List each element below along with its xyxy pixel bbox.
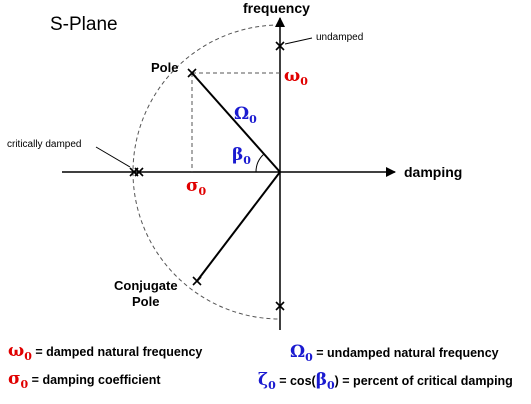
- legend-omega-symbol: ω: [8, 341, 24, 361]
- legend-zeta-subscript: 0: [268, 379, 276, 392]
- legend-zeta: ζ0 = cos(β0) = percent of critical dampi…: [258, 370, 513, 392]
- undamped-leader: [284, 37, 313, 45]
- legend-zeta-beta-symbol: β: [316, 370, 327, 390]
- beta0-subscript: 0: [243, 154, 251, 167]
- legend-Omega: Ω0 = undamped natural frequency: [290, 342, 499, 364]
- critically-damped-label: critically damped: [7, 139, 81, 150]
- legend: ω0 = damped natural frequency σ0 = dampi…: [8, 341, 513, 392]
- omega0-symbol: ω: [284, 66, 300, 86]
- beta0-label: β0: [232, 145, 251, 167]
- conjugate-pole-vector: [196, 171, 281, 282]
- omega0-subscript: 0: [300, 75, 308, 88]
- legend-zeta-symbol: ζ: [258, 370, 268, 390]
- beta0-symbol: β: [232, 145, 243, 165]
- pole-vector: [191, 72, 281, 173]
- damping-axis-label: damping: [404, 164, 462, 180]
- undamped-bottom-marker: [275, 301, 285, 311]
- critically-damped-marker: [129, 167, 144, 177]
- legend-omega-subscript: 0: [24, 350, 32, 363]
- legend-Omega-text: = undamped natural frequency: [313, 346, 499, 360]
- sigma0-label: σ0: [186, 176, 207, 198]
- legend-Omega-subscript: 0: [305, 351, 313, 364]
- unit-circle-arc: [132, 24, 281, 320]
- Omega0-label: Ω0: [234, 104, 257, 126]
- Omega0-symbol: Ω: [234, 104, 249, 124]
- Omega0-subscript: 0: [249, 113, 257, 126]
- legend-sigma-symbol: σ: [8, 369, 21, 389]
- pole-marker: [187, 68, 197, 78]
- legend-Omega-symbol: Ω: [290, 342, 305, 362]
- legend-zeta-text: = percent of critical damping: [339, 374, 513, 388]
- legend-zeta-close: ): [335, 374, 339, 388]
- conjugate-pole-label-line1: Conjugate: [114, 278, 178, 293]
- legend-omega-text: = damped natural frequency: [32, 345, 203, 359]
- legend-sigma-text: = damping coefficient: [28, 373, 161, 387]
- legend-sigma: σ0 = damping coefficient: [8, 369, 161, 391]
- conjugate-pole-label-line2: Pole: [132, 294, 159, 309]
- beta-angle-arc: [255, 153, 265, 173]
- pole-label: Pole: [151, 60, 178, 75]
- diagram-title: S-Plane: [50, 14, 118, 35]
- legend-omega: ω0 = damped natural frequency: [8, 341, 202, 363]
- frequency-axis-label: frequency: [243, 0, 310, 16]
- legend-zeta-beta-subscript: 0: [327, 379, 335, 392]
- legend-sigma-subscript: 0: [21, 378, 29, 391]
- conjugate-pole-marker: [192, 276, 202, 286]
- omega0-label: ω0: [284, 66, 308, 88]
- undamped-label: undamped: [316, 32, 363, 43]
- sigma0-subscript: 0: [199, 185, 207, 198]
- sigma0-symbol: σ: [186, 176, 199, 196]
- undamped-top-marker: [275, 41, 285, 51]
- critically-damped-leader: [95, 146, 131, 168]
- legend-zeta-mid: = cos(: [276, 374, 317, 388]
